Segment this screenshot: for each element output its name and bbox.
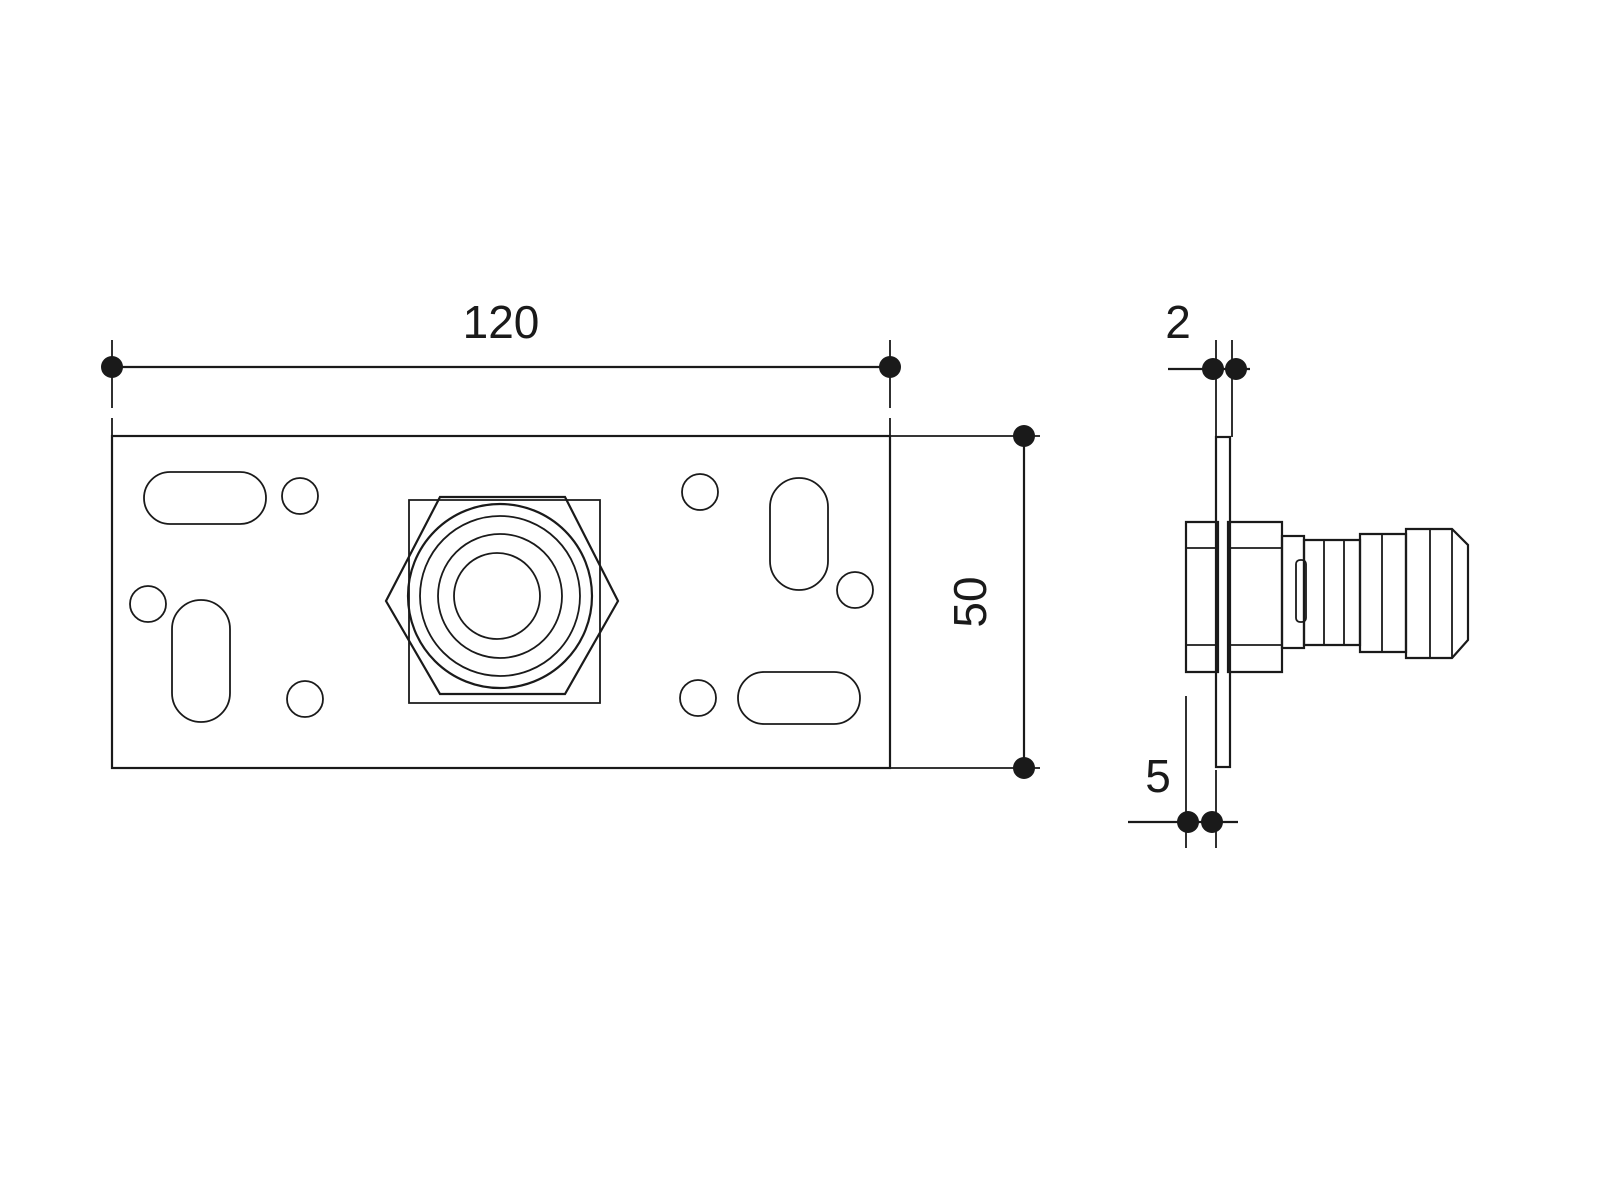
dimension-120: 120	[101, 296, 901, 436]
nut-circle-outer	[406, 502, 594, 690]
dim-dot-5-right	[1201, 811, 1223, 833]
nut-circle-inner	[437, 533, 563, 659]
collar-block	[1280, 534, 1306, 650]
collar-groove	[1295, 559, 1307, 623]
side-view	[1184, 435, 1470, 769]
front-view	[110, 434, 892, 770]
slot-lower-right	[737, 671, 861, 725]
hole-left-mid	[129, 585, 167, 623]
hex-nut-outline	[384, 495, 620, 696]
dim-label-5: 5	[1145, 750, 1171, 802]
hole-lower-right-small	[679, 679, 717, 717]
hex-body-left-segment	[1184, 520, 1220, 674]
hole-upper-right-small	[681, 473, 719, 511]
connector-collar	[1280, 534, 1307, 650]
barb-shank	[1302, 538, 1362, 647]
slot-upper-left	[143, 471, 267, 525]
hex-nut-flats	[408, 499, 601, 704]
hole-lower-left-small	[286, 680, 324, 718]
barbed-connector	[1302, 527, 1470, 660]
dim-dot-5-left	[1177, 811, 1199, 833]
dim-dot-2-left	[1202, 358, 1224, 380]
hex-nut-front	[384, 495, 620, 704]
dim-label-50: 50	[944, 576, 996, 627]
dimension-2: 2	[1165, 296, 1250, 437]
dim-dot-2-right	[1225, 358, 1247, 380]
slot-upper-right	[769, 477, 829, 591]
dimension-50: 50	[890, 425, 1040, 779]
nut-circle-mid	[419, 515, 581, 677]
dim-dot-50-top	[1013, 425, 1035, 447]
dimension-5: 5	[1128, 696, 1238, 848]
hole-right-mid	[836, 571, 874, 609]
barb-end	[1404, 527, 1470, 660]
barb-mid	[1358, 532, 1408, 654]
dim-label-120: 120	[463, 296, 540, 348]
hole-upper-left-small	[281, 477, 319, 515]
hex-body-right-segment	[1226, 520, 1284, 674]
dim-label-2: 2	[1165, 296, 1191, 348]
nut-bore	[453, 552, 541, 640]
mounting-plate-outline	[110, 434, 892, 770]
dim-dot-50-bottom	[1013, 757, 1035, 779]
slot-lower-left	[171, 599, 231, 723]
hex-body-side	[1184, 520, 1284, 674]
plate-side-profile	[1214, 435, 1232, 769]
